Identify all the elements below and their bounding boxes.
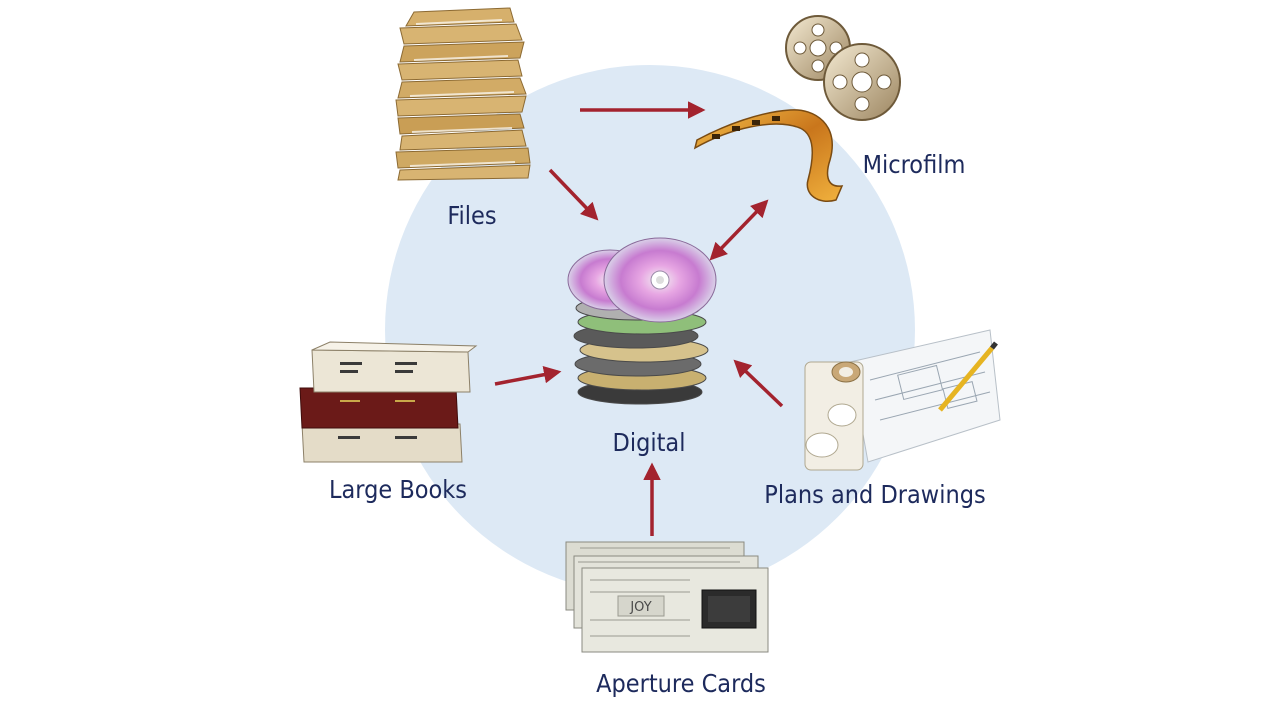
label-digital: Digital: [613, 428, 686, 457]
file-stack-icon: [395, 7, 531, 181]
film-reel-icon: [693, 15, 901, 202]
arrow-plans-to-digital: [733, 359, 784, 408]
arrow-microfilm-digital: [709, 199, 769, 261]
label-files: Files: [447, 201, 496, 230]
aperture-card-text: JOY: [629, 600, 651, 615]
disc-stack-icon: [567, 237, 717, 405]
label-large-books: Large Books: [329, 475, 467, 504]
blueprint-rolls-icon: [804, 329, 1001, 471]
label-aperture-cards: Aperture Cards: [596, 669, 766, 698]
book-stack-icon: [299, 341, 478, 463]
label-microfilm: Microfilm: [863, 150, 966, 179]
arrow-books-to-digital: [494, 366, 562, 386]
label-plans-and-drawings: Plans and Drawings: [764, 480, 985, 509]
aperture-card-icon: JOY: [565, 541, 769, 653]
arrow-files-to-digital: [548, 168, 599, 221]
edge-arrows: [494, 101, 784, 536]
